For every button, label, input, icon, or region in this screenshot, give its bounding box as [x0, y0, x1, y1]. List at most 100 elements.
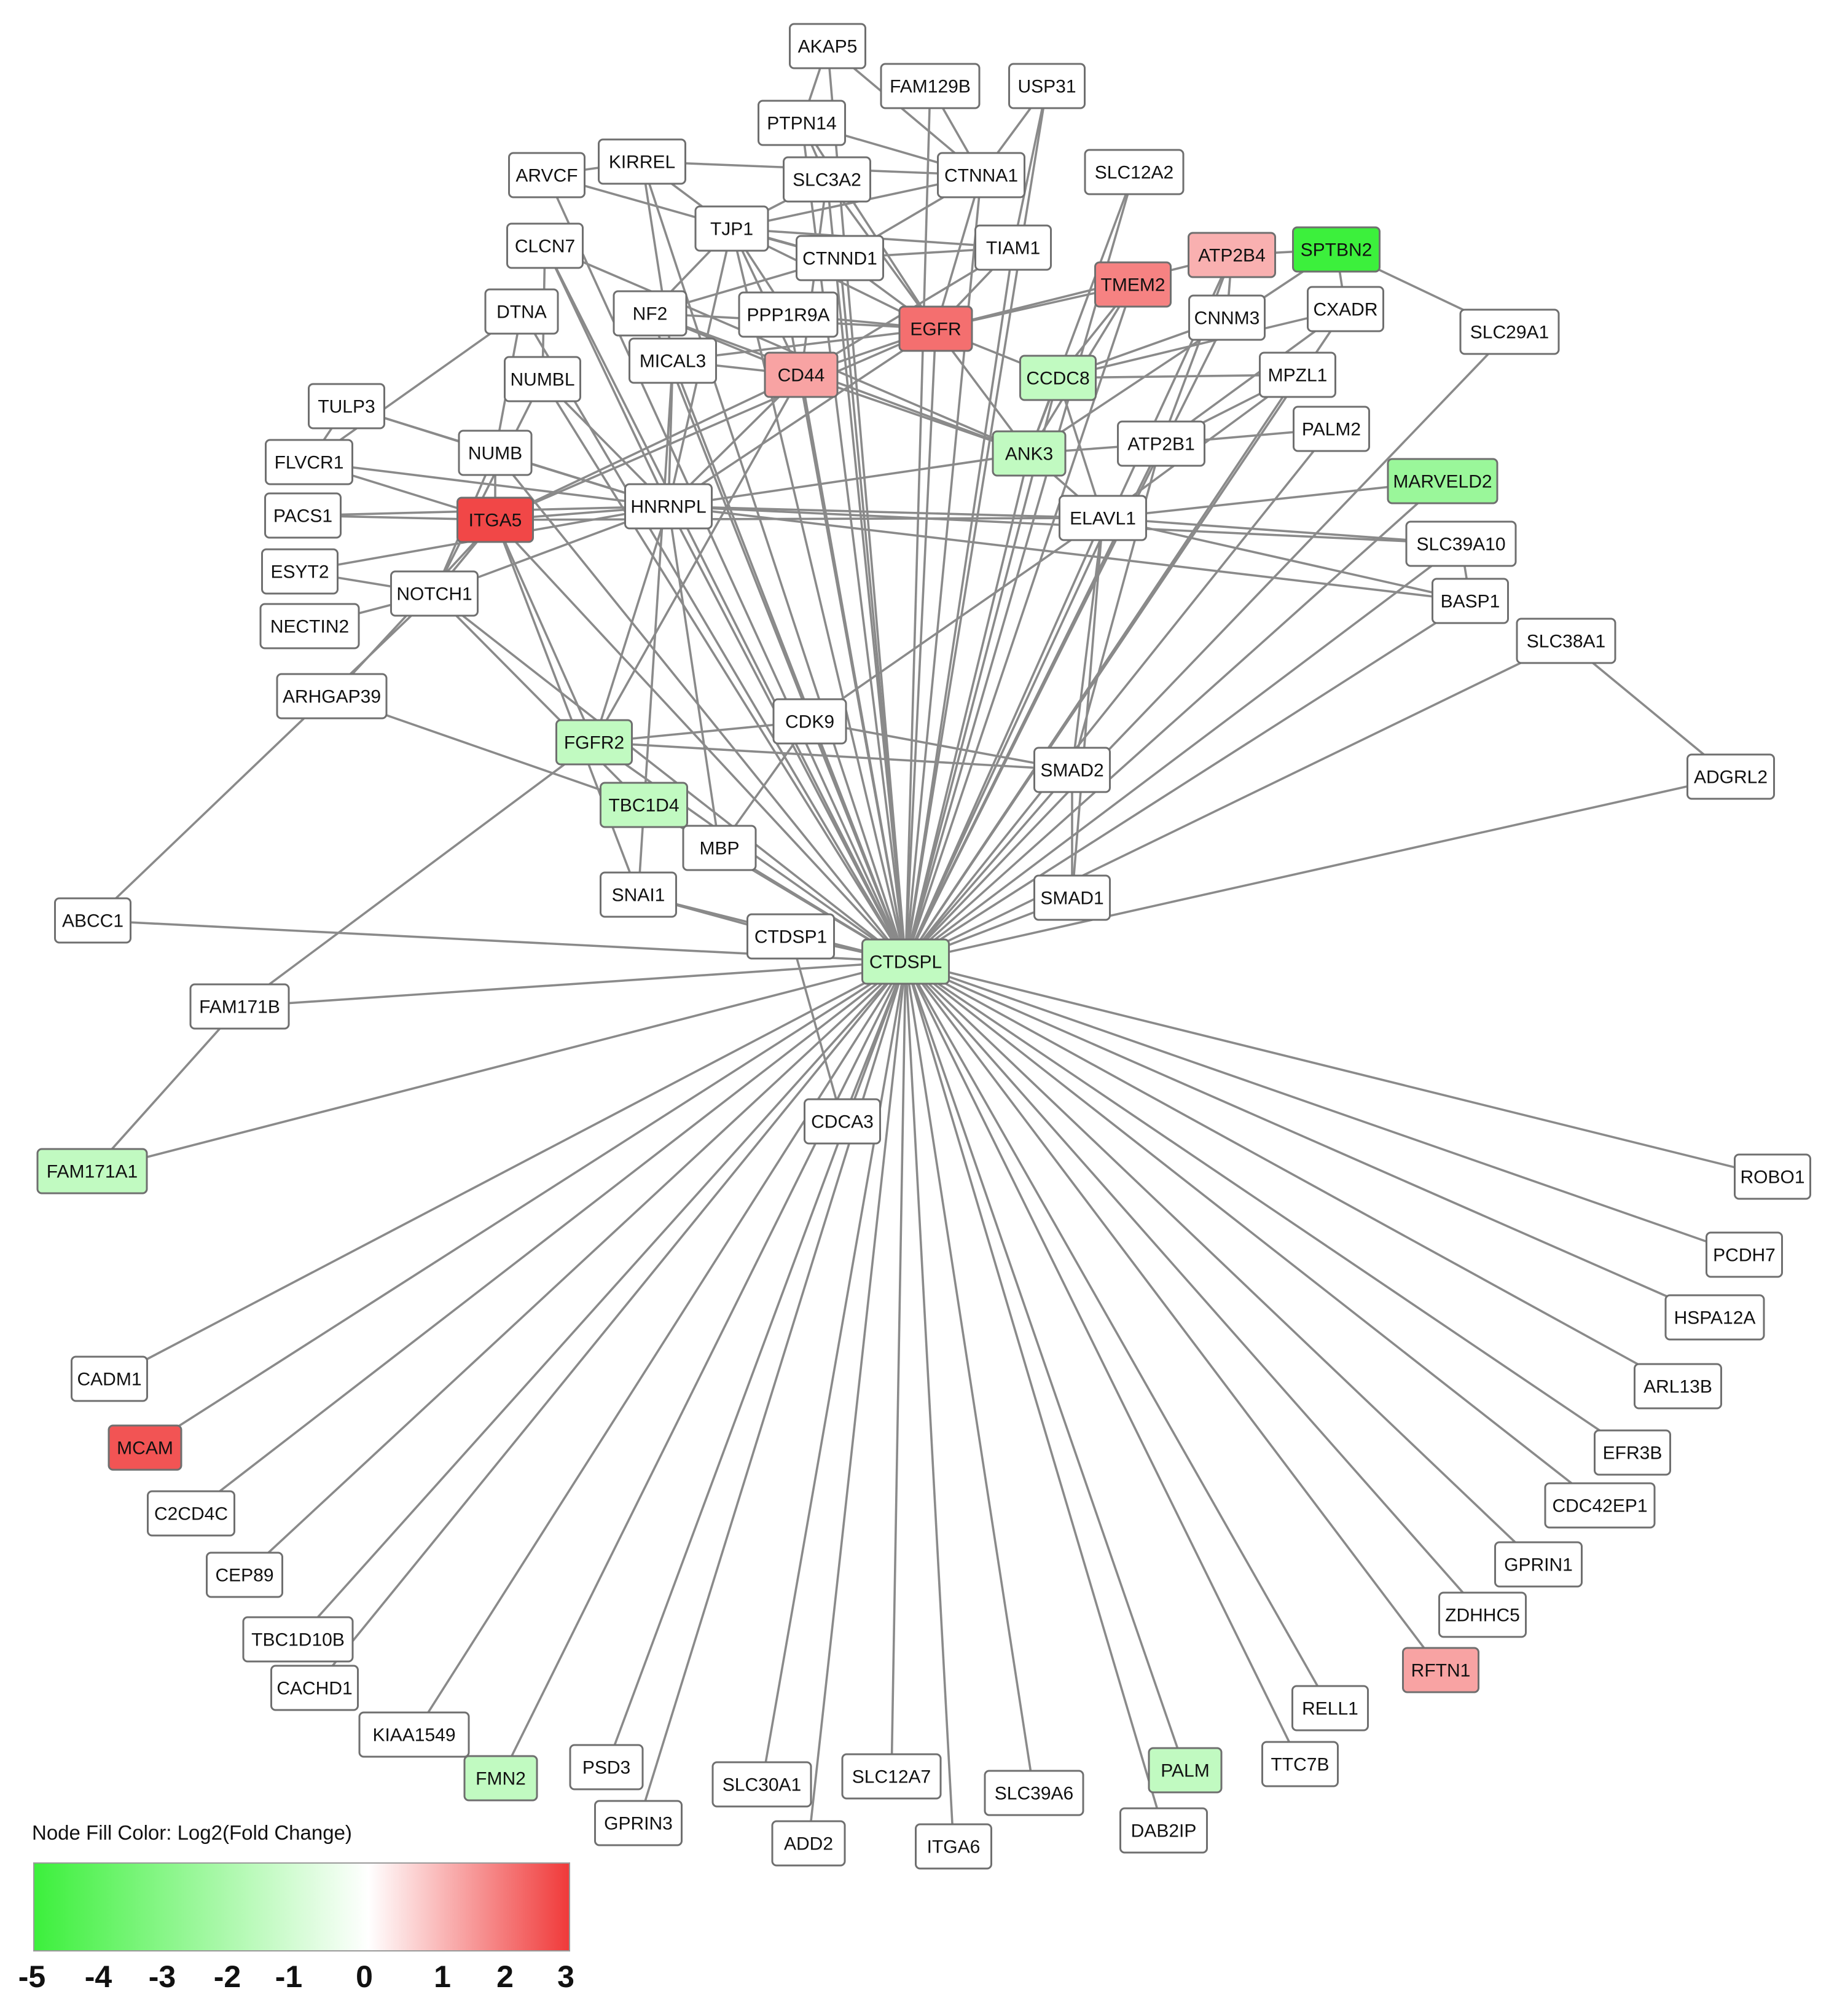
node-cdc42ep1[interactable]: CDC42EP1 — [1544, 1482, 1656, 1529]
node-box — [463, 1755, 538, 1802]
node-egfr[interactable]: EGFR — [898, 305, 973, 352]
node-elavl1[interactable]: ELAVL1 — [1059, 495, 1147, 541]
edge-fam171b-fgfr2 — [238, 741, 595, 1008]
node-robo1[interactable]: ROBO1 — [1734, 1153, 1811, 1200]
node-ttc7b[interactable]: TTC7B — [1261, 1741, 1339, 1787]
node-ctnnd1[interactable]: CTNND1 — [796, 235, 884, 281]
node-cadm1[interactable]: CADM1 — [71, 1355, 148, 1402]
node-mcam[interactable]: MCAM — [108, 1424, 182, 1471]
node-pcdh7[interactable]: PCDH7 — [1706, 1231, 1783, 1278]
node-label: CTNND1 — [802, 249, 877, 269]
node-cdk9[interactable]: CDK9 — [772, 698, 847, 745]
node-flvcr1[interactable]: FLVCR1 — [265, 439, 353, 485]
node-snai1[interactable]: SNAI1 — [600, 871, 677, 918]
node-dab2ip[interactable]: DAB2IP — [1119, 1807, 1208, 1854]
node-atp2b1[interactable]: ATP2B1 — [1117, 420, 1205, 467]
node-itga6[interactable]: ITGA6 — [915, 1823, 992, 1870]
node-cd44[interactable]: CD44 — [764, 351, 839, 398]
node-kiaa1549[interactable]: KIAA1549 — [358, 1711, 470, 1758]
node-slc39a6[interactable]: SLC39A6 — [984, 1770, 1084, 1816]
node-esyt2[interactable]: ESYT2 — [261, 548, 339, 595]
node-arhgap39[interactable]: ARHGAP39 — [276, 673, 388, 720]
node-hspa12a[interactable]: HSPA12A — [1664, 1294, 1765, 1341]
node-box — [937, 152, 1025, 198]
node-cxadr[interactable]: CXADR — [1307, 286, 1384, 332]
node-ccdc8[interactable]: CCDC8 — [1019, 355, 1097, 401]
node-tjp1[interactable]: TJP1 — [694, 205, 769, 252]
node-tbc1d10b[interactable]: TBC1D10B — [242, 1616, 354, 1663]
node-fgfr2[interactable]: FGFR2 — [555, 719, 633, 766]
node-ank3[interactable]: ANK3 — [992, 430, 1067, 477]
node-slc12a7[interactable]: SLC12A7 — [841, 1753, 942, 1800]
node-cnnm3[interactable]: CNNM3 — [1188, 294, 1266, 341]
node-tbc1d4[interactable]: TBC1D4 — [600, 782, 688, 828]
node-smad2[interactable]: SMAD2 — [1033, 747, 1111, 793]
node-kirrel[interactable]: KIRREL — [598, 138, 686, 185]
node-box — [758, 100, 846, 146]
node-label: KIAA1549 — [372, 1725, 455, 1746]
node-smad1[interactable]: SMAD1 — [1033, 874, 1111, 921]
node-usp31[interactable]: USP31 — [1008, 63, 1086, 109]
node-dtna[interactable]: DTNA — [484, 288, 559, 335]
node-sptbn2[interactable]: SPTBN2 — [1292, 226, 1381, 273]
node-slc29a1[interactable]: SLC29A1 — [1459, 308, 1560, 355]
node-hnrnpl[interactable]: HNRNPL — [624, 483, 713, 530]
node-gprin3[interactable]: GPRIN3 — [594, 1800, 683, 1846]
node-rftn1[interactable]: RFTN1 — [1402, 1647, 1479, 1693]
node-fam171b[interactable]: FAM171B — [189, 983, 290, 1030]
node-marveld2[interactable]: MARVELD2 — [1387, 458, 1498, 504]
node-ctnna1[interactable]: CTNNA1 — [937, 152, 1025, 198]
node-mpzl1[interactable]: MPZL1 — [1259, 351, 1336, 398]
node-clcn7[interactable]: CLCN7 — [506, 222, 584, 269]
node-basp1[interactable]: BASP1 — [1432, 578, 1509, 624]
node-ctdsp1[interactable]: CTDSP1 — [746, 913, 835, 960]
node-nectin2[interactable]: NECTIN2 — [259, 603, 360, 649]
node-ptpn14[interactable]: PTPN14 — [758, 100, 846, 146]
node-adgrl2[interactable]: ADGRL2 — [1686, 753, 1775, 800]
node-rell1[interactable]: RELL1 — [1291, 1685, 1369, 1732]
node-ctdspl[interactable]: CTDSPL — [861, 938, 950, 985]
node-box — [508, 152, 586, 198]
node-palm[interactable]: PALM — [1148, 1747, 1223, 1794]
node-slc39a10[interactable]: SLC39A10 — [1405, 520, 1517, 567]
node-pacs1[interactable]: PACS1 — [264, 492, 342, 539]
node-label: ESYT2 — [270, 562, 329, 582]
node-slc3a2[interactable]: SLC3A2 — [783, 156, 871, 203]
node-fam171a1[interactable]: FAM171A1 — [36, 1148, 148, 1194]
node-arl13b[interactable]: ARL13B — [1634, 1363, 1722, 1410]
node-nf2[interactable]: NF2 — [613, 290, 687, 337]
node-fmn2[interactable]: FMN2 — [463, 1755, 538, 1802]
node-gprin1[interactable]: GPRIN1 — [1494, 1541, 1583, 1588]
node-add2[interactable]: ADD2 — [771, 1820, 846, 1867]
node-notch1[interactable]: NOTCH1 — [390, 570, 479, 617]
node-numbl[interactable]: NUMBL — [504, 356, 581, 402]
node-cachd1[interactable]: CACHD1 — [270, 1665, 359, 1711]
node-slc38a1[interactable]: SLC38A1 — [1516, 618, 1616, 664]
node-abcc1[interactable]: ABCC1 — [54, 897, 131, 944]
edge-ank3-nf2 — [649, 312, 1030, 455]
node-slc30a1[interactable]: SLC30A1 — [711, 1761, 812, 1808]
node-akap5[interactable]: AKAP5 — [789, 23, 866, 69]
node-numb[interactable]: NUMB — [458, 429, 533, 476]
node-efr3b[interactable]: EFR3B — [1594, 1429, 1671, 1476]
node-tmem2[interactable]: TMEM2 — [1094, 261, 1172, 308]
node-itga5[interactable]: ITGA5 — [456, 496, 534, 543]
node-tiam1[interactable]: TIAM1 — [974, 224, 1052, 271]
node-mical3[interactable]: MICAL3 — [629, 337, 717, 384]
node-cdca3[interactable]: CDCA3 — [804, 1098, 881, 1145]
node-label: RELL1 — [1302, 1699, 1358, 1719]
node-atp2b4[interactable]: ATP2B4 — [1188, 232, 1276, 278]
node-tulp3[interactable]: TULP3 — [308, 383, 385, 429]
node-palm2[interactable]: PALM2 — [1293, 406, 1370, 452]
node-zdhhc5[interactable]: ZDHHC5 — [1438, 1591, 1527, 1638]
node-c2cd4c[interactable]: C2CD4C — [147, 1490, 235, 1537]
node-cep89[interactable]: CEP89 — [206, 1551, 283, 1598]
node-ppp1r9a[interactable]: PPP1R9A — [738, 291, 839, 338]
node-psd3[interactable]: PSD3 — [569, 1744, 644, 1790]
node-arvcf[interactable]: ARVCF — [508, 152, 586, 198]
node-slc12a2[interactable]: SLC12A2 — [1084, 149, 1185, 195]
node-mbp[interactable]: MBP — [682, 825, 757, 871]
edge-ctdspl-rftn1 — [904, 960, 1442, 1671]
node-box — [108, 1424, 182, 1471]
node-fam129b[interactable]: FAM129B — [880, 63, 981, 109]
